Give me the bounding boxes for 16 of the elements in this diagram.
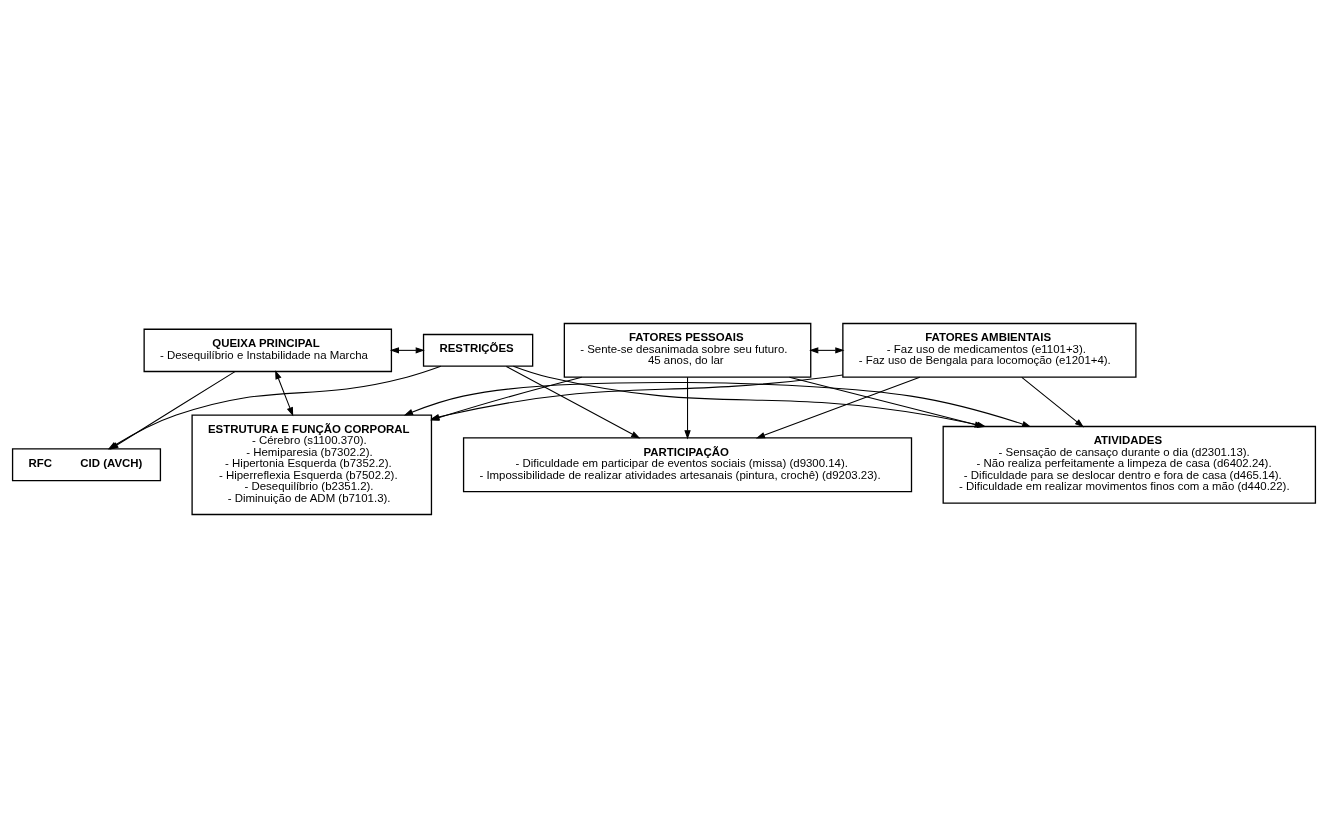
arrow	[275, 369, 294, 416]
arrow	[755, 376, 921, 438]
node-box: FATORES AMBIENTAIS - Faz uso de medicamentos (e1101+3). - Faz uso de Bengala para locomoção (e1201+4).	[842, 322, 1137, 378]
node-box: RESTRIÇÕES	[422, 333, 534, 367]
node-box: FATORES PESSOAIS - Sente-se desanimada sobre seu futuro. 45 anos, do lar	[563, 322, 812, 378]
node-box: ATIVIDADES - Sensação de cansaço durante o dia (d2301.13). - Não realiza perfeitamente a limpeza de casa (d6402.24). - Dificuldade para se deslocar dentro e fora de casa (d465.14). - Dificuldade em realizar movimentos finos com a mão (d440.22).	[942, 425, 1317, 504]
arrow	[809, 346, 845, 354]
node-box: QUEIXA PRINCIPAL - Desequilíbrio e Instabilidade na Marcha	[143, 328, 393, 372]
arrow	[788, 376, 984, 428]
node-box: ESTRUTURA E FUNÇÃO CORPORAL - Cérebro (s1100.370). - Hemiparesia (b7302.2). - Hipertonia Esquerda (b7352.2). - Hiperreflexia Esquerda (b7502.2). - Desequilíbrio (b2351.2). - Diminuição de ADM (b7101.3).	[191, 413, 433, 515]
node-box: PARTICIPAÇÃO - Dificuldade em participar de eventos sociais (missa) (d9300.14). - Impossibilidade de realizar atividades artesanais (pintura, crochê) (d9203.23).	[462, 436, 913, 492]
arrow	[684, 376, 691, 439]
arrow	[1021, 376, 1084, 427]
arrow	[389, 346, 425, 354]
node-box: RFC CID (AVCH)	[11, 447, 162, 481]
arrow	[505, 365, 641, 438]
